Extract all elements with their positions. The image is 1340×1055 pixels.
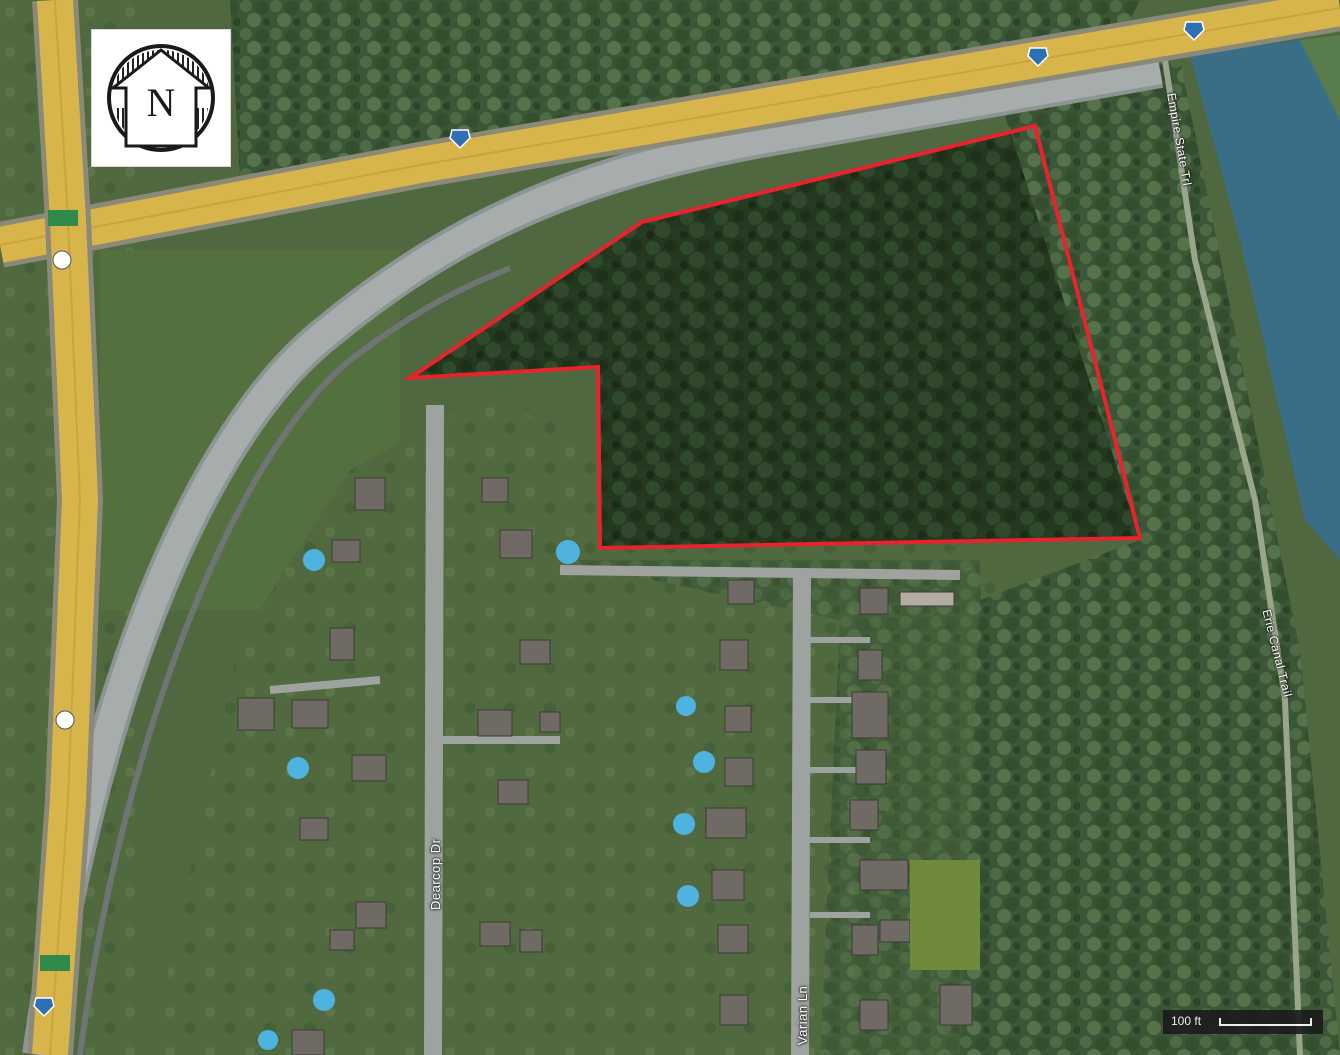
highway-shield-markers (33, 21, 1205, 1018)
swimming-pools (258, 540, 715, 1050)
wooded-parcel (410, 126, 1140, 548)
east-woods (960, 60, 1340, 1055)
road-label-dearcop-dr: Dearcop Dr (428, 838, 443, 910)
north-label: N (146, 80, 176, 125)
road-label-varian-ln: Varian Ln (795, 985, 810, 1045)
driveway (269, 676, 381, 694)
north-arrow: N (92, 30, 230, 166)
scale-bar: 100 ft (1163, 1010, 1323, 1034)
canal-water (1190, 40, 1340, 560)
scale-label: 100 ft (1171, 1014, 1202, 1028)
ramp-shoulder (77, 265, 512, 1055)
driveways-east (810, 637, 870, 918)
open-lawn (910, 860, 980, 970)
highway-590-centerline (49, 0, 82, 1055)
exit-signs (40, 210, 78, 971)
route-590-markers (52, 250, 75, 730)
scale-line (1219, 1024, 1311, 1026)
cross-street (559, 565, 961, 580)
scale-tick (1219, 1018, 1221, 1026)
north-arrow-icon (107, 44, 215, 152)
project-boundary[interactable] (402, 123, 1143, 551)
canal-bank (1300, 35, 1340, 120)
ramp-road-surface (26, 56, 1163, 1055)
varian-ln-road (791, 569, 811, 1055)
houses (237, 477, 973, 1055)
dearcop-dr-road (424, 404, 444, 1055)
scale-tick (1310, 1018, 1312, 1026)
canal-trail (1162, 59, 1303, 1055)
